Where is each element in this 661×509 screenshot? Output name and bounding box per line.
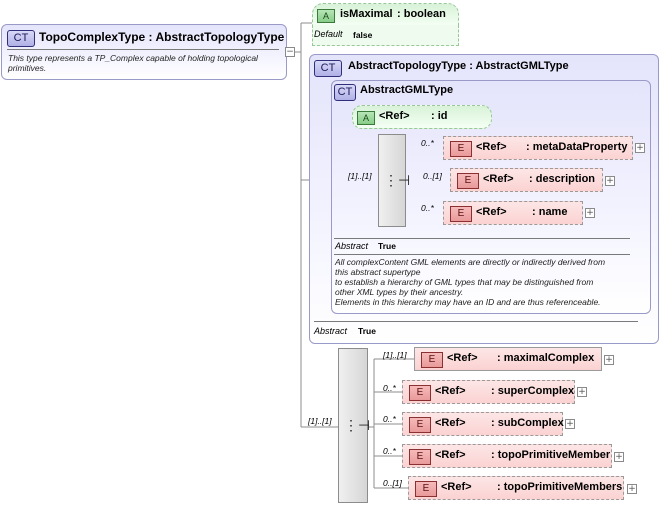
complex-type-icon: CT xyxy=(7,30,35,47)
id-name: : id xyxy=(431,110,448,122)
element-name: : topoPrimitiveMembers xyxy=(497,481,623,493)
gml-sequence-compositor[interactable]: ⋮⊣ xyxy=(378,134,410,227)
default-key: Default xyxy=(314,29,343,39)
is-maximal-name: isMaximal xyxy=(340,8,393,20)
is-maximal-type: : boolean xyxy=(397,8,446,20)
complex-type-icon: CT xyxy=(334,84,356,101)
element-description[interactable]: E <Ref> : description xyxy=(450,168,603,192)
element-topoprimitivemember[interactable]: E <Ref> : topoPrimitiveMember xyxy=(402,444,612,468)
expand-plus-icon[interactable]: − xyxy=(285,47,295,57)
element-topoprimitivemembers[interactable]: E <Ref> : topoPrimitiveMembers xyxy=(408,476,624,500)
doc-line: other XML types by their ancestry. xyxy=(335,287,464,297)
expand-plus-icon[interactable]: + xyxy=(585,208,595,218)
element-multiplicity: 0..* xyxy=(421,203,434,213)
expand-plus-icon[interactable]: + xyxy=(577,387,587,397)
doc-divider xyxy=(334,254,630,255)
is-maximal-attribute[interactable]: A isMaximal : boolean xyxy=(312,3,459,27)
abstract-divider xyxy=(334,238,630,239)
element-name: : metaDataProperty xyxy=(526,141,628,153)
topo-complex-type-title: TopoComplexType : AbstractTopologyType xyxy=(39,30,285,44)
topo-sequence-compositor[interactable]: ⋮⊣ xyxy=(338,348,371,503)
expand-plus-icon[interactable]: + xyxy=(565,419,575,429)
doc-line: All complexContent GML elements are dire… xyxy=(335,257,606,267)
element-ref: <Ref> xyxy=(447,352,478,364)
gml-sequence-multiplicity: [1]..[1] xyxy=(348,171,372,181)
complex-type-icon: CT xyxy=(314,60,342,77)
title-divider xyxy=(7,49,279,50)
element-ref: <Ref> xyxy=(476,141,507,153)
topo-complex-doc: This type represents a TP_Complex capabl… xyxy=(8,53,258,73)
element-multiplicity: 0..[1] xyxy=(383,478,402,488)
element-maximalcomplex[interactable]: E <Ref> : maximalComplex xyxy=(414,347,602,371)
abstract-key: Abstract xyxy=(335,241,369,251)
topo-complex-type-box[interactable]: CT TopoComplexType : AbstractTopologyTyp… xyxy=(1,24,287,80)
element-multiplicity: 0..* xyxy=(421,138,434,148)
attribute-icon: A xyxy=(317,9,335,23)
element-multiplicity: 0..[1] xyxy=(423,171,442,181)
doc-line: Elements in this hierarchy may have an I… xyxy=(335,297,601,307)
element-icon: E xyxy=(450,141,472,157)
element-ref: <Ref> xyxy=(441,481,472,493)
expand-plus-icon[interactable]: + xyxy=(627,484,637,494)
element-icon: E xyxy=(409,417,431,433)
element-multiplicity: 0..* xyxy=(383,446,396,456)
abstract-topology-type-title: AbstractTopologyType : AbstractGMLType xyxy=(348,60,569,72)
abstract-gml-doc: All complexContent GML elements are dire… xyxy=(335,257,635,307)
abstract-value: True xyxy=(358,326,376,336)
default-value: false xyxy=(353,30,373,40)
element-name: : maximalComplex xyxy=(497,352,595,364)
element-metadataproperty[interactable]: E <Ref> : metaDataProperty xyxy=(443,136,633,160)
id-attribute[interactable]: A <Ref> : id xyxy=(352,105,492,129)
element-multiplicity: 0..* xyxy=(383,383,396,393)
doc-line: this abstract supertype xyxy=(335,267,421,277)
topo-sequence-multiplicity: [1]..[1] xyxy=(308,416,332,426)
sequence-icon: ⋮⊣ xyxy=(384,172,411,188)
element-icon: E xyxy=(450,206,472,222)
element-icon: E xyxy=(421,352,443,368)
element-ref: <Ref> xyxy=(483,173,514,185)
expand-plus-icon[interactable]: + xyxy=(605,176,615,186)
expand-plus-icon[interactable]: + xyxy=(635,143,645,153)
element-ref: <Ref> xyxy=(476,206,507,218)
element-supercomplex[interactable]: E <Ref> : superComplex xyxy=(402,380,575,404)
element-name: : name xyxy=(532,206,568,218)
expand-plus-icon[interactable]: + xyxy=(614,452,624,462)
element-multiplicity: 0..* xyxy=(383,414,396,424)
element-name: : subComplex xyxy=(491,417,564,429)
abstract-gml-type-title: AbstractGMLType xyxy=(360,84,454,96)
element-icon: E xyxy=(409,385,431,401)
abstract-key: Abstract xyxy=(314,326,348,336)
element-icon: E xyxy=(457,173,479,189)
expand-plus-icon[interactable]: + xyxy=(604,355,614,365)
id-ref: <Ref> xyxy=(379,110,410,122)
element-ref: <Ref> xyxy=(435,385,466,397)
doc-line: to establish a hierarchy of GML types th… xyxy=(335,277,594,287)
abstract-divider xyxy=(314,321,638,322)
element-name: : superComplex xyxy=(491,385,575,397)
element-name: : description xyxy=(529,173,596,185)
attribute-icon: A xyxy=(357,111,375,125)
element-icon: E xyxy=(415,481,437,497)
element-icon: E xyxy=(409,449,431,465)
element-name-ref[interactable]: E <Ref> : name xyxy=(443,201,583,225)
element-multiplicity: [1]..[1] xyxy=(383,350,407,360)
element-ref: <Ref> xyxy=(435,449,466,461)
abstract-value: True xyxy=(378,241,396,251)
element-subcomplex[interactable]: E <Ref> : subComplex xyxy=(402,412,564,436)
is-maximal-default-panel: Default false xyxy=(312,25,459,46)
sequence-icon: ⋮⊣ xyxy=(344,417,371,433)
element-ref: <Ref> xyxy=(435,417,466,429)
element-name: : topoPrimitiveMember xyxy=(491,449,611,461)
